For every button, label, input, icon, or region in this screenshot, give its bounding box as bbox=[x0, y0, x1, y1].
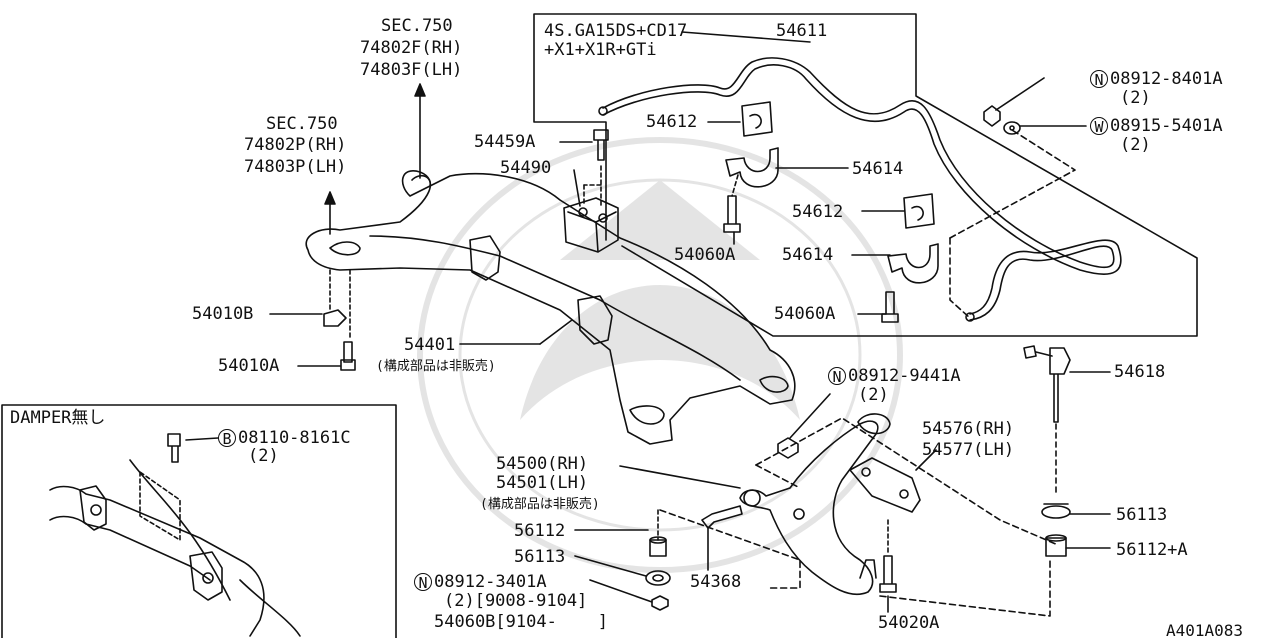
label-sec750-lower: SEC.750 bbox=[266, 114, 338, 134]
label-74802P: 74802P(RH) bbox=[244, 135, 347, 155]
label-56113-right: 56113 bbox=[1116, 505, 1168, 525]
marker-n-icon: N bbox=[1090, 70, 1108, 89]
bushing-54490 bbox=[563, 197, 619, 253]
label-54060B: 54060B[9104- ] bbox=[434, 612, 608, 632]
damper-box bbox=[1, 404, 397, 638]
label-54020A: 54020A bbox=[878, 613, 940, 633]
label-54459A: 54459A bbox=[474, 132, 536, 152]
crossmember bbox=[305, 170, 796, 445]
qty-08915-5401A: (2) bbox=[1120, 135, 1151, 155]
label-54500: 54500(RH) bbox=[496, 454, 589, 474]
bracket-54576 bbox=[849, 457, 921, 513]
label-54614-b: 54614 bbox=[782, 245, 834, 265]
label-54612-b: 54612 bbox=[792, 202, 844, 222]
label-54614-a: 54614 bbox=[852, 159, 904, 179]
damper-box-title: DAMPER無し bbox=[10, 408, 106, 428]
variant-box bbox=[533, 13, 1198, 337]
marker-n-icon: N bbox=[828, 367, 846, 386]
label-54010A: 54010A bbox=[218, 356, 280, 376]
label-74802F: 74802F(RH) bbox=[360, 38, 463, 58]
variant-line-2: +X1+X1R+GTi bbox=[544, 40, 657, 60]
label-54612-a: 54612 bbox=[646, 112, 698, 132]
diagram-code: A401A083 bbox=[1166, 621, 1244, 638]
label-54401: 54401 bbox=[404, 335, 456, 355]
qty-08912-8401A: (2) bbox=[1120, 88, 1151, 108]
label-54501: 54501(LH) bbox=[496, 473, 589, 493]
label-54368: 54368 bbox=[690, 572, 742, 592]
marker-w-icon: W bbox=[1090, 117, 1108, 136]
watermark-emblem bbox=[417, 137, 903, 573]
marker-b-icon: B bbox=[218, 429, 236, 448]
clamp-54614-b bbox=[887, 243, 939, 284]
note-54401: (構成部品は非販売) bbox=[376, 359, 496, 374]
label-74803F: 74803F(LH) bbox=[360, 60, 463, 80]
transverse-link bbox=[739, 420, 879, 596]
note-54500: (構成部品は非販売) bbox=[480, 497, 600, 512]
label-56112A-right: 56112+A bbox=[1116, 540, 1188, 560]
label-54490: 54490 bbox=[500, 158, 552, 178]
variant-line-1: 4S.GA15DS+CD17 bbox=[544, 21, 688, 41]
label-54618: 54618 bbox=[1114, 362, 1166, 382]
label-54576: 54576(RH) bbox=[922, 419, 1015, 439]
label-54010B: 54010B bbox=[192, 304, 254, 324]
bushing-54612-a bbox=[741, 101, 773, 137]
qty-08912-3401A: (2)[9008-9104] bbox=[444, 591, 588, 611]
label-54611: 54611 bbox=[776, 21, 828, 41]
label-56113-left: 56113 bbox=[514, 547, 566, 567]
clamp-54614-a bbox=[725, 147, 779, 188]
qty-08110-8161C: (2) bbox=[248, 446, 279, 466]
stud-link bbox=[1023, 345, 1071, 423]
label-74803P: 74803P(LH) bbox=[244, 157, 347, 177]
label-54577: 54577(LH) bbox=[922, 440, 1015, 460]
stabilizer-bar bbox=[602, 57, 1115, 321]
label-54060A-a: 54060A bbox=[674, 245, 736, 265]
marker-n-icon: N bbox=[414, 573, 432, 592]
bushing-54612-b bbox=[903, 193, 935, 229]
label-54060A-b: 54060A bbox=[774, 304, 836, 324]
qty-08912-9441A: (2) bbox=[858, 385, 889, 405]
label-sec750-upper: SEC.750 bbox=[381, 16, 453, 36]
label-56112-left: 56112 bbox=[514, 521, 566, 541]
